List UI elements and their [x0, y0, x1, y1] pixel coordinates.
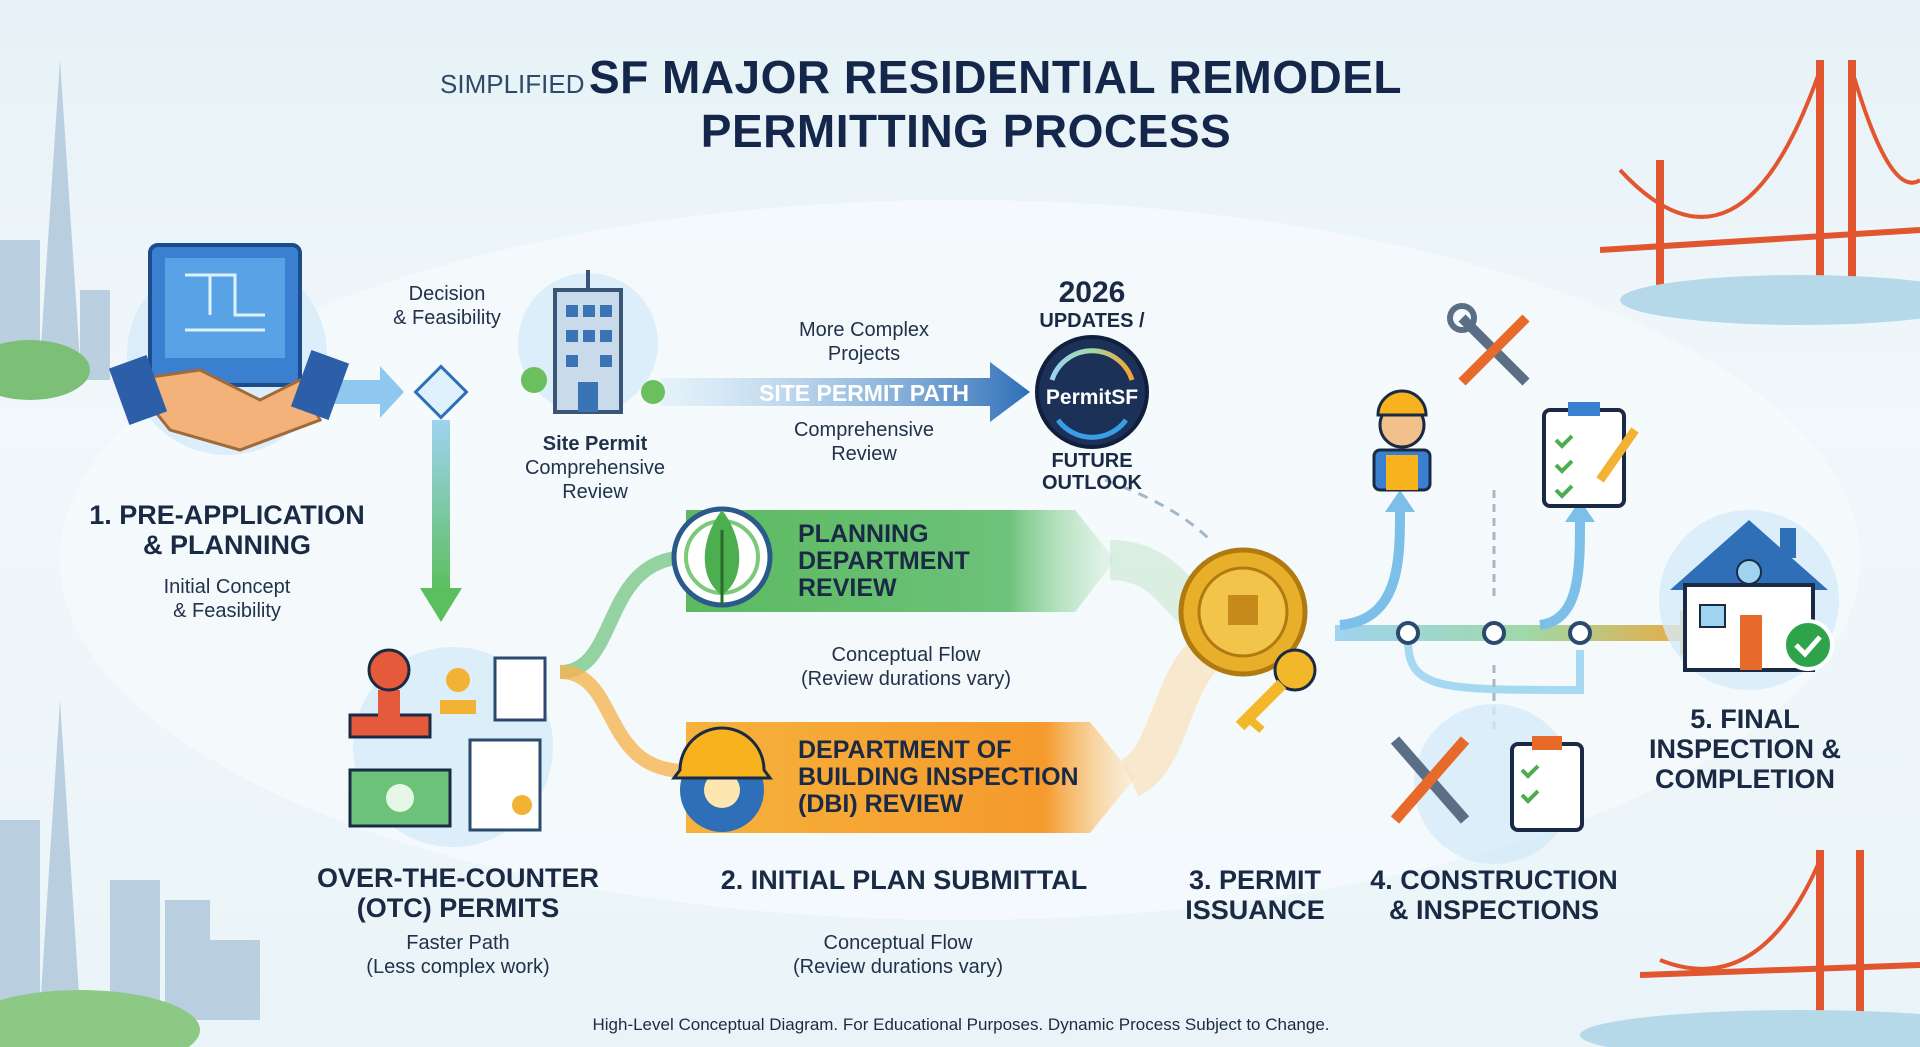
stamp-icon: [348, 648, 476, 739]
money-icon: [348, 768, 452, 828]
hardhat-gear-icon: [671, 726, 773, 832]
timeline-node: [1568, 621, 1592, 645]
step4-title: 4. CONSTRUCTION& INSPECTIONS: [1370, 865, 1618, 925]
key-icon: [1235, 648, 1317, 734]
check-icon: [1782, 619, 1834, 671]
future-updates: UPDATES /: [1039, 310, 1145, 332]
conceptual-flow-top: Conceptual Flow(Review durations vary): [800, 644, 1012, 690]
decision-label: Decision& Feasibility: [393, 283, 501, 329]
wrench-screwdriver-icon: [1390, 736, 1470, 824]
golden-gate-bridge-icon: [1599, 60, 1920, 1020]
otc-subtitle: Faster Path(Less complex work): [366, 932, 550, 978]
wrench-screwdriver-icon: [1447, 303, 1530, 386]
planning-band: [686, 510, 1115, 612]
site-permit-path-label: SITE PERMIT PATH: [759, 380, 969, 406]
clipboard-icon: [1510, 736, 1584, 832]
title-prefix: SIMPLIFIED: [440, 69, 585, 99]
title-line-2: PERMITTING PROCESS: [700, 105, 1232, 157]
leaf-icon: [671, 506, 773, 608]
permitsf-badge: PermitSF: [1045, 386, 1139, 409]
handshake-blueprint-icon: [108, 243, 350, 452]
page-title: SIMPLIFIED SF MAJOR RESIDENTIAL REMODEL: [440, 50, 1402, 104]
step1-title: 1. PRE-APPLICATION& PLANNING: [89, 500, 365, 560]
title-line-1: SF MAJOR RESIDENTIAL REMODEL: [588, 51, 1403, 103]
diamond-decision-icon: [413, 364, 469, 420]
step2-subtitle: Conceptual Flow(Review durations vary): [792, 932, 1004, 978]
worker-icon: [1372, 389, 1432, 492]
site-permit-path-arrow: [661, 362, 1030, 422]
future-year: 2026: [1058, 276, 1126, 309]
flow-arrow: [330, 366, 404, 418]
dbi-band: [686, 722, 1135, 833]
timeline-node: [1396, 621, 1420, 645]
clipboard-icon: [1542, 402, 1639, 508]
otc-title: OVER-THE-COUNTER(OTC) PERMITS: [317, 863, 599, 923]
step2-title: 2. INITIAL PLAN SUBMITTAL: [720, 865, 1088, 895]
footer-note: High-Level Conceptual Diagram. For Educa…: [592, 1015, 1330, 1034]
step1-subtitle: Initial Concept& Feasibility: [163, 576, 291, 622]
timeline-arrow: [1335, 610, 1715, 656]
document-icon: [468, 656, 547, 832]
timeline-node: [1482, 621, 1506, 645]
permitsf-badge-icon: [1035, 335, 1149, 449]
seal-icon: [1178, 547, 1308, 677]
building-icon: [521, 270, 665, 414]
